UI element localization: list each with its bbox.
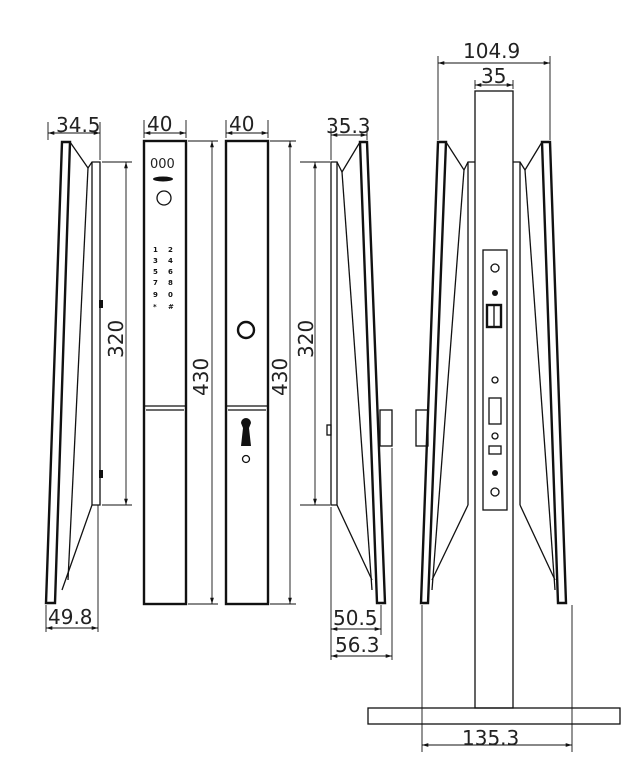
dim-49-8: 49.8 (48, 605, 93, 629)
svg-text:0: 0 (168, 291, 173, 299)
display-text: 000 (150, 157, 175, 172)
svg-text:6: 6 (168, 268, 173, 276)
svg-text:#: # (168, 303, 174, 311)
dim-320-left: 320 (104, 320, 128, 358)
assembly-view: 104.9 35 135.3 (367, 39, 621, 752)
svg-text:1: 1 (153, 246, 158, 254)
base-plate (367, 707, 621, 725)
logo-icon (153, 176, 173, 182)
dim-135-3: 135.3 (462, 726, 519, 750)
side-view-left: 34.5 49.8 320 (44, 113, 132, 632)
dim-104-9: 104.9 (463, 39, 520, 63)
dim-320-right: 320 (294, 320, 318, 358)
dim-35: 35 (481, 64, 506, 88)
svg-text:3: 3 (153, 257, 158, 265)
svg-text:5: 5 (153, 268, 158, 276)
dim-56-3: 56.3 (335, 633, 380, 657)
svg-text:9: 9 (153, 291, 158, 299)
side-view-right: 320 35.3 50.5 56.3 (294, 114, 393, 660)
dim-35-3: 35.3 (326, 114, 371, 138)
dim-40-front: 40 (147, 112, 172, 136)
screw-icon (241, 454, 251, 464)
keypad: 1 2 3 4 5 6 7 8 9 0 * # (153, 246, 174, 311)
keyhole-icon (241, 418, 251, 446)
svg-text:7: 7 (153, 279, 158, 287)
dim-430-front: 430 (189, 358, 213, 396)
side-button-icon (99, 300, 103, 308)
dim-34-5: 34.5 (56, 113, 101, 137)
svg-text:*: * (153, 303, 157, 311)
dim-40-back: 40 (229, 112, 254, 136)
side-button-icon (99, 470, 103, 478)
dim-430-back: 430 (268, 358, 292, 396)
front-panel-view: 000 1 2 3 4 5 6 7 8 9 0 * # 40 430 (142, 112, 218, 606)
svg-text:2: 2 (168, 246, 173, 254)
fingerprint-sensor-icon (156, 190, 172, 206)
svg-text:4: 4 (168, 257, 173, 265)
dim-50-5: 50.5 (333, 606, 378, 630)
knob-side (379, 409, 393, 447)
svg-text:8: 8 (168, 279, 173, 287)
mortise-plate (482, 249, 508, 511)
knob-icon (236, 320, 256, 340)
back-panel-view: 40 430 (224, 112, 296, 606)
